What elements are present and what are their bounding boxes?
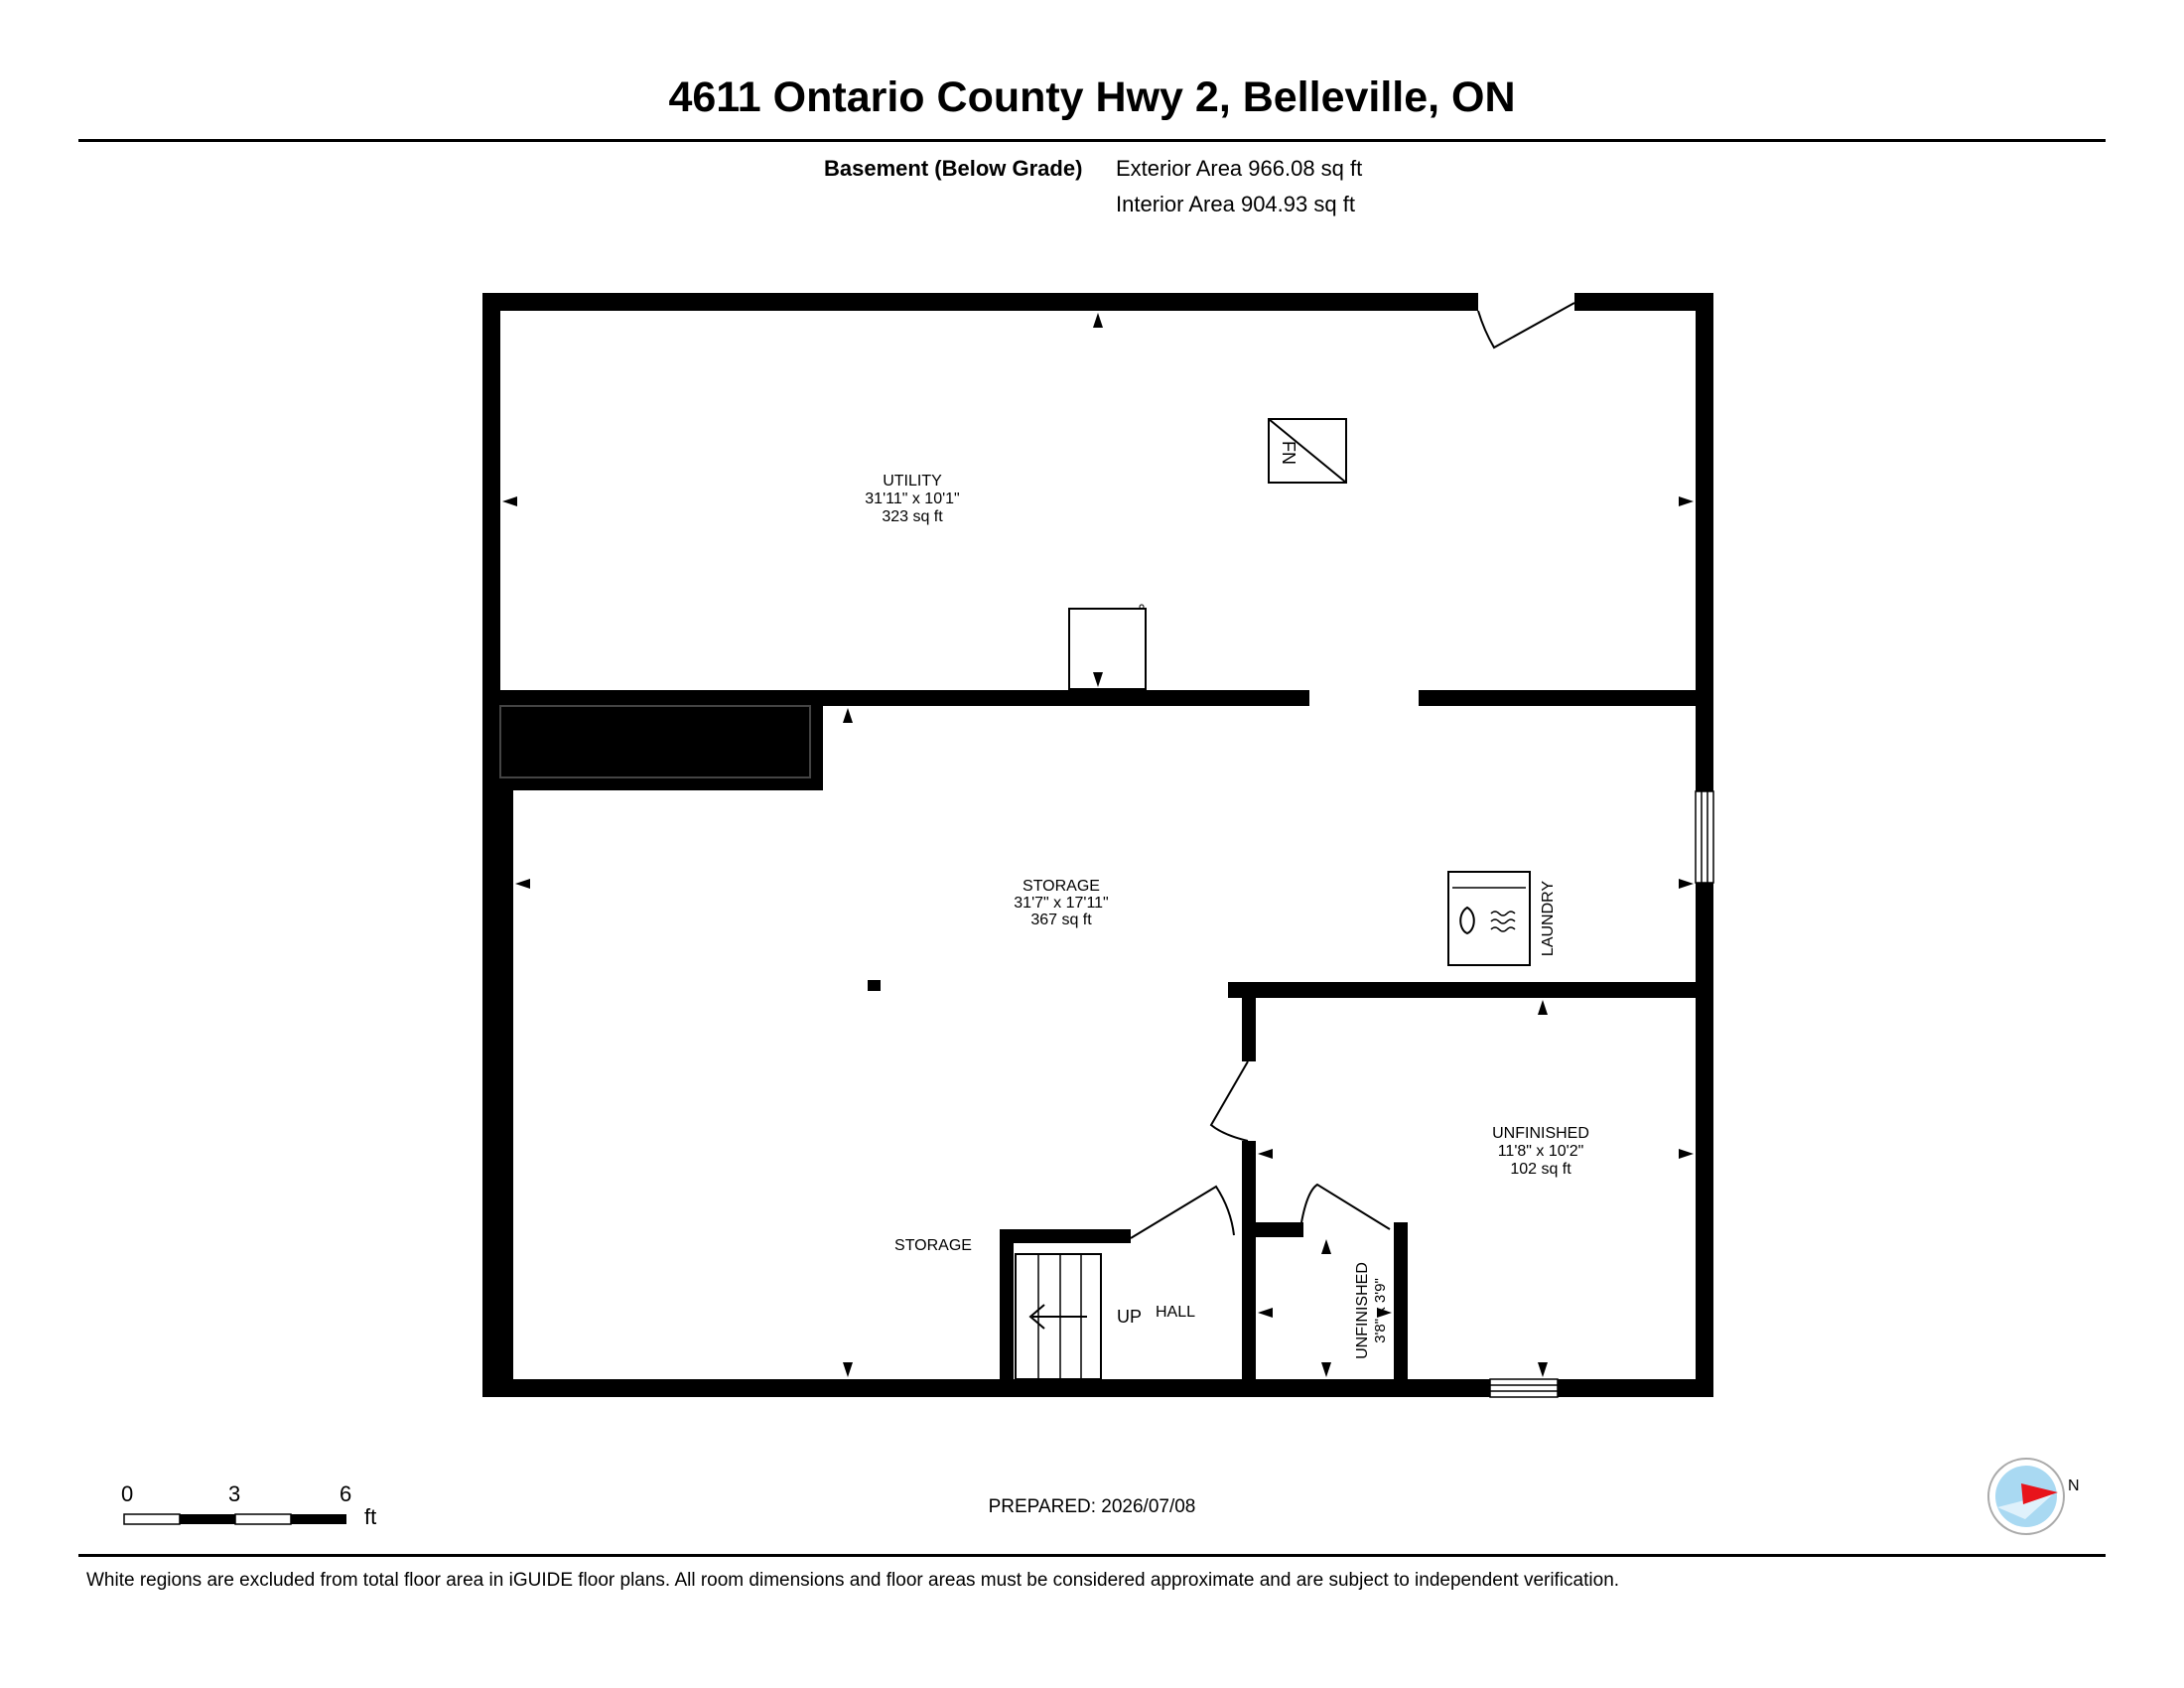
arrow-left-icon: [1258, 1308, 1273, 1318]
door-closet: [1299, 1183, 1391, 1230]
storage-area: 367 sq ft: [1030, 912, 1092, 928]
dimension-markers: [502, 313, 1694, 1377]
utility-area: 323 sq ft: [882, 508, 943, 525]
unfinished-small-name: UNFINISHED: [1354, 1262, 1371, 1359]
scale-tick-6: 6: [340, 1481, 352, 1506]
furnace-label: FN: [1279, 441, 1298, 465]
arrow-down-icon: [843, 1362, 853, 1377]
arrow-right-icon: [1679, 496, 1694, 506]
arrow-down-icon: [1093, 672, 1103, 687]
wall-mid-left: [500, 690, 1309, 706]
arrow-right-icon: [1679, 1149, 1694, 1159]
doors: [1130, 302, 1575, 1239]
utility-dims: 31'11" x 10'1": [865, 491, 959, 507]
solid-block: [500, 706, 823, 790]
storage-dims: 31'7" x 17'11": [1014, 895, 1108, 912]
unfinished-name: UNFINISHED: [1492, 1125, 1589, 1142]
compass-label: N: [2068, 1477, 2080, 1494]
header-divider: [78, 139, 2106, 142]
scale-unit: ft: [364, 1504, 377, 1529]
washer-dryer: [1447, 871, 1531, 966]
wall-mid-right: [1419, 690, 1696, 706]
wall-closet-top: [1242, 1222, 1303, 1237]
window-bottom: [1489, 1378, 1559, 1398]
furnace: FN: [1268, 418, 1347, 484]
windows: [1489, 790, 1714, 1398]
utility-name: UTILITY: [883, 473, 942, 490]
support-post: [868, 980, 881, 991]
unfinished-area: 102 sq ft: [1510, 1161, 1571, 1178]
laundry-label: LAUNDRY: [1540, 881, 1557, 957]
storage-small-name: STORAGE: [894, 1237, 972, 1254]
door-stair: [1130, 1185, 1235, 1239]
compass-icon: N: [1987, 1458, 2080, 1535]
stairs: UP: [1015, 1253, 1142, 1380]
water-heater: [1068, 604, 1147, 690]
arrow-right-icon: [1377, 1308, 1392, 1318]
interior-area: Interior Area 904.93 sq ft: [1116, 192, 1355, 216]
door-unfinished: [1209, 1060, 1249, 1142]
stairs-label: UP: [1117, 1307, 1142, 1327]
wall-top-left: [482, 293, 1478, 311]
arrow-down-icon: [1321, 1362, 1331, 1377]
wall-unfinished-left-lower: [1242, 1141, 1256, 1397]
window-right: [1695, 790, 1714, 884]
wall-unfinished-top: [1228, 982, 1696, 998]
level-label: Basement (Below Grade): [824, 156, 1083, 181]
arrow-up-icon: [1538, 1000, 1548, 1015]
scale-tick-0: 0: [121, 1481, 134, 1506]
wall-left-lower: [482, 695, 513, 1397]
storage-name: STORAGE: [1023, 878, 1100, 895]
page-title: 4611 Ontario County Hwy 2, Belleville, O…: [668, 73, 1516, 121]
walls: [482, 293, 1713, 1397]
unfinished-dims: 11'8" x 10'2": [1498, 1143, 1584, 1160]
water-drop-icon: [1459, 906, 1475, 935]
solid-block-outline: [499, 705, 811, 778]
wall-closet-right: [1394, 1222, 1408, 1397]
arrow-up-icon: [1321, 1239, 1331, 1254]
footer-divider: [78, 1554, 2106, 1557]
scale-bar: [123, 1513, 346, 1525]
wall-stair-left: [1000, 1229, 1014, 1397]
wave-icon: [1490, 911, 1516, 932]
wall-stair-top: [1000, 1229, 1131, 1243]
wall-bottom-left: [482, 1379, 1490, 1397]
exterior-area: Exterior Area 966.08 sq ft: [1116, 156, 1363, 181]
disclaimer: White regions are excluded from total fl…: [86, 1570, 1620, 1591]
door-utility-exterior: [1477, 302, 1575, 350]
arrow-up-icon: [843, 708, 853, 723]
wall-bottom-right: [1558, 1379, 1713, 1397]
arrow-left-icon: [502, 496, 517, 506]
arrow-up-icon: [1093, 313, 1103, 328]
arrow-right-icon: [1679, 879, 1694, 889]
hall-name: HALL: [1156, 1304, 1195, 1321]
arrow-down-icon: [1538, 1362, 1548, 1377]
scale-tick-3: 3: [228, 1481, 241, 1506]
prepared-date: PREPARED: 2026/07/08: [988, 1496, 1196, 1517]
wall-unfinished-left-upper: [1242, 982, 1256, 1061]
arrow-left-icon: [1258, 1149, 1273, 1159]
arrow-left-icon: [515, 879, 530, 889]
wall-top-right: [1574, 293, 1713, 311]
